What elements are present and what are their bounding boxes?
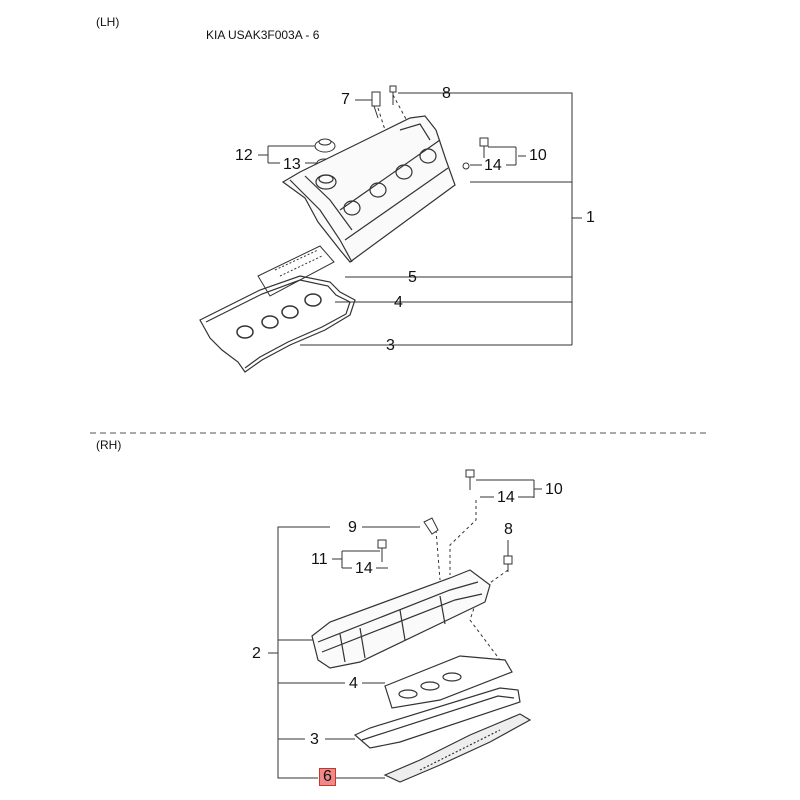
part-code: KIA USAK3F003A - 6 — [206, 28, 320, 42]
rh-leader-lines — [268, 479, 542, 779]
lh-callout-3: 3 — [386, 337, 395, 354]
lh-callout-1: 1 — [586, 209, 595, 226]
lh-callout-8: 8 — [442, 85, 451, 102]
rh-callout-6-highlighted[interactable]: 6 — [319, 768, 336, 786]
lh-cover-gasket — [199, 275, 356, 373]
lh-section-label: (LH) — [96, 15, 120, 29]
lh-callout-12: 12 — [235, 147, 253, 164]
rh-gasket-6 — [383, 713, 532, 783]
lh-callout-5: 5 — [408, 269, 417, 286]
rh-plug-seal-strip — [384, 655, 513, 709]
rh-callout-3: 3 — [310, 731, 319, 748]
lh-callout-4: 4 — [394, 294, 403, 311]
rh-callout-14-upper: 14 — [497, 489, 515, 506]
lh-callout-7: 7 — [341, 91, 350, 108]
lh-baffle — [257, 245, 335, 297]
lh-valve-cover — [281, 115, 456, 263]
lh-callout-10: 10 — [529, 147, 547, 164]
lh-callout-13: 13 — [283, 156, 301, 173]
rh-section-label: (RH) — [96, 438, 122, 452]
lh-leader-lines — [258, 92, 582, 346]
rh-callout-4: 4 — [349, 675, 358, 692]
rh-cover-gasket — [353, 687, 521, 749]
lh-callout-14: 14 — [484, 157, 502, 174]
rh-callout-11: 11 — [311, 551, 328, 568]
rh-callout-10: 10 — [545, 481, 563, 498]
rh-valve-cover — [311, 569, 491, 669]
rh-bolts — [377, 469, 513, 572]
rh-callout-2: 2 — [252, 645, 261, 662]
lh-plug-seals — [236, 293, 322, 339]
rh-callout-8: 8 — [504, 521, 513, 538]
rh-callout-9: 9 — [348, 519, 357, 536]
rh-callout-14-lower: 14 — [355, 560, 373, 577]
lh-bolts — [314, 85, 489, 170]
